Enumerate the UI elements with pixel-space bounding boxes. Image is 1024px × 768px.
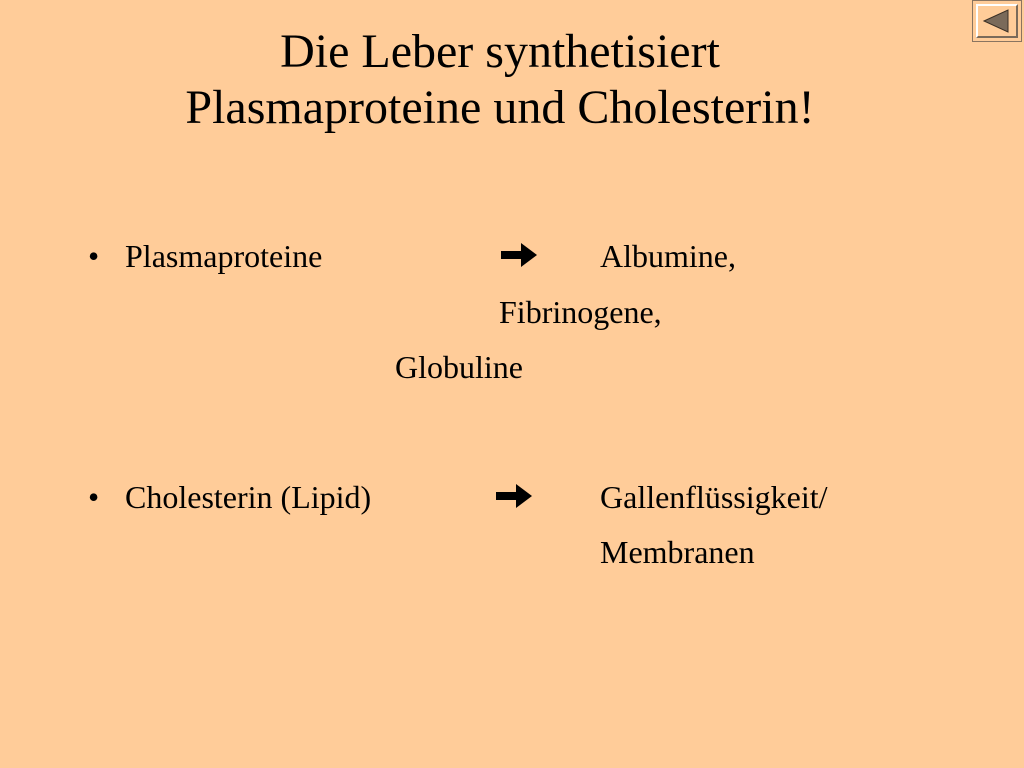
triangle-left-icon <box>982 9 1009 33</box>
bullet-result-3: Globuline <box>395 349 523 385</box>
bullet-result-2: Fibrinogene, <box>499 294 662 330</box>
slide-title-line-1: Die Leber synthetisiert <box>280 25 720 78</box>
back-button[interactable] <box>972 0 1022 42</box>
right-arrow-icon <box>496 484 532 508</box>
slide-title: Die Leber synthetisiert Plasmaproteine u… <box>40 24 960 136</box>
bullet-result-2: Membranen <box>600 534 755 570</box>
bullet-result-1: Albumine, <box>600 238 736 274</box>
right-arrow-icon <box>501 243 537 267</box>
bullet-term: Plasmaproteine <box>125 238 323 274</box>
back-button-face[interactable] <box>976 4 1018 38</box>
slide-title-line-2: Plasmaproteine und Cholesterin! <box>185 81 815 134</box>
bullet-result-1: Gallenflüssigkeit/ <box>600 479 828 515</box>
bullet-marker: • <box>88 479 100 515</box>
bullet-term: Cholesterin (Lipid) <box>125 479 372 515</box>
bullet-marker: • <box>88 238 100 274</box>
